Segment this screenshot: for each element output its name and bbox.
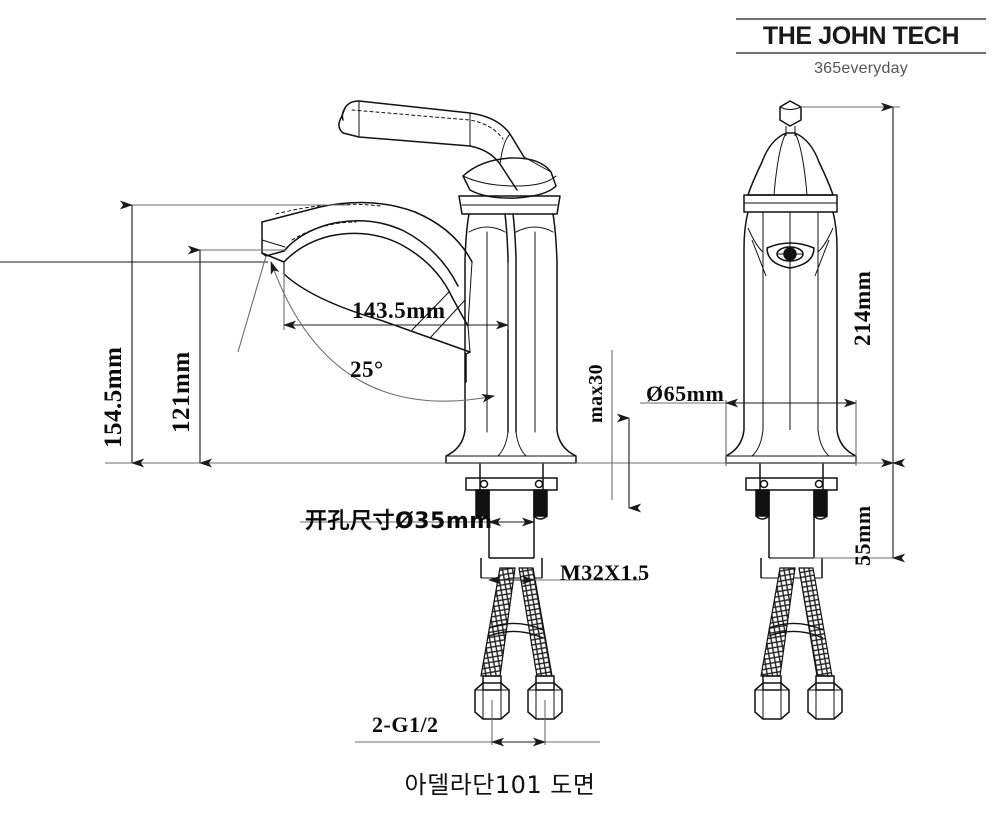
logo-rule-top — [736, 18, 986, 20]
dim-spout-angle: 25° — [350, 357, 384, 382]
dim-hole-size: 开孔尺寸Ø35mm — [305, 509, 493, 534]
side-view-geometry — [261, 100, 577, 464]
dim-thread-hoses: 2-G1/2 — [372, 712, 439, 737]
side-view-hoses — [480, 567, 553, 677]
front-view-hoses — [760, 567, 833, 677]
side-view-hose-tie — [488, 622, 544, 639]
front-view-geometry — [725, 100, 857, 464]
side-view-hex-nuts — [474, 675, 563, 720]
front-view-mounting — [745, 463, 838, 579]
dim-counter-thickness: max30 — [585, 363, 607, 423]
dimension-arrows — [0, 102, 906, 747]
dim-spout-reach: 143.5mm — [352, 298, 446, 323]
logo-brand-text: THE JOHN TECH — [762, 22, 960, 50]
front-view-hose-tie — [768, 622, 824, 639]
logo-tagline: 365everyday — [814, 60, 908, 77]
front-view-hex-nuts — [754, 675, 843, 720]
dim-thread-main: M32X1.5 — [560, 560, 650, 585]
brand-logo: THE JOHN TECH 365everyday — [736, 18, 986, 78]
dim-front-total-height: 214mm — [850, 270, 875, 346]
logo-rule-bottom — [736, 52, 986, 54]
drawing-caption: 아델라단101 도면 — [404, 771, 596, 799]
dim-under-counter-height: 55mm — [850, 505, 875, 566]
dim-spout-height: 121mm — [168, 351, 195, 433]
dim-overall-height: 154.5mm — [100, 346, 127, 448]
dim-base-diameter: Ø65mm — [646, 381, 725, 406]
